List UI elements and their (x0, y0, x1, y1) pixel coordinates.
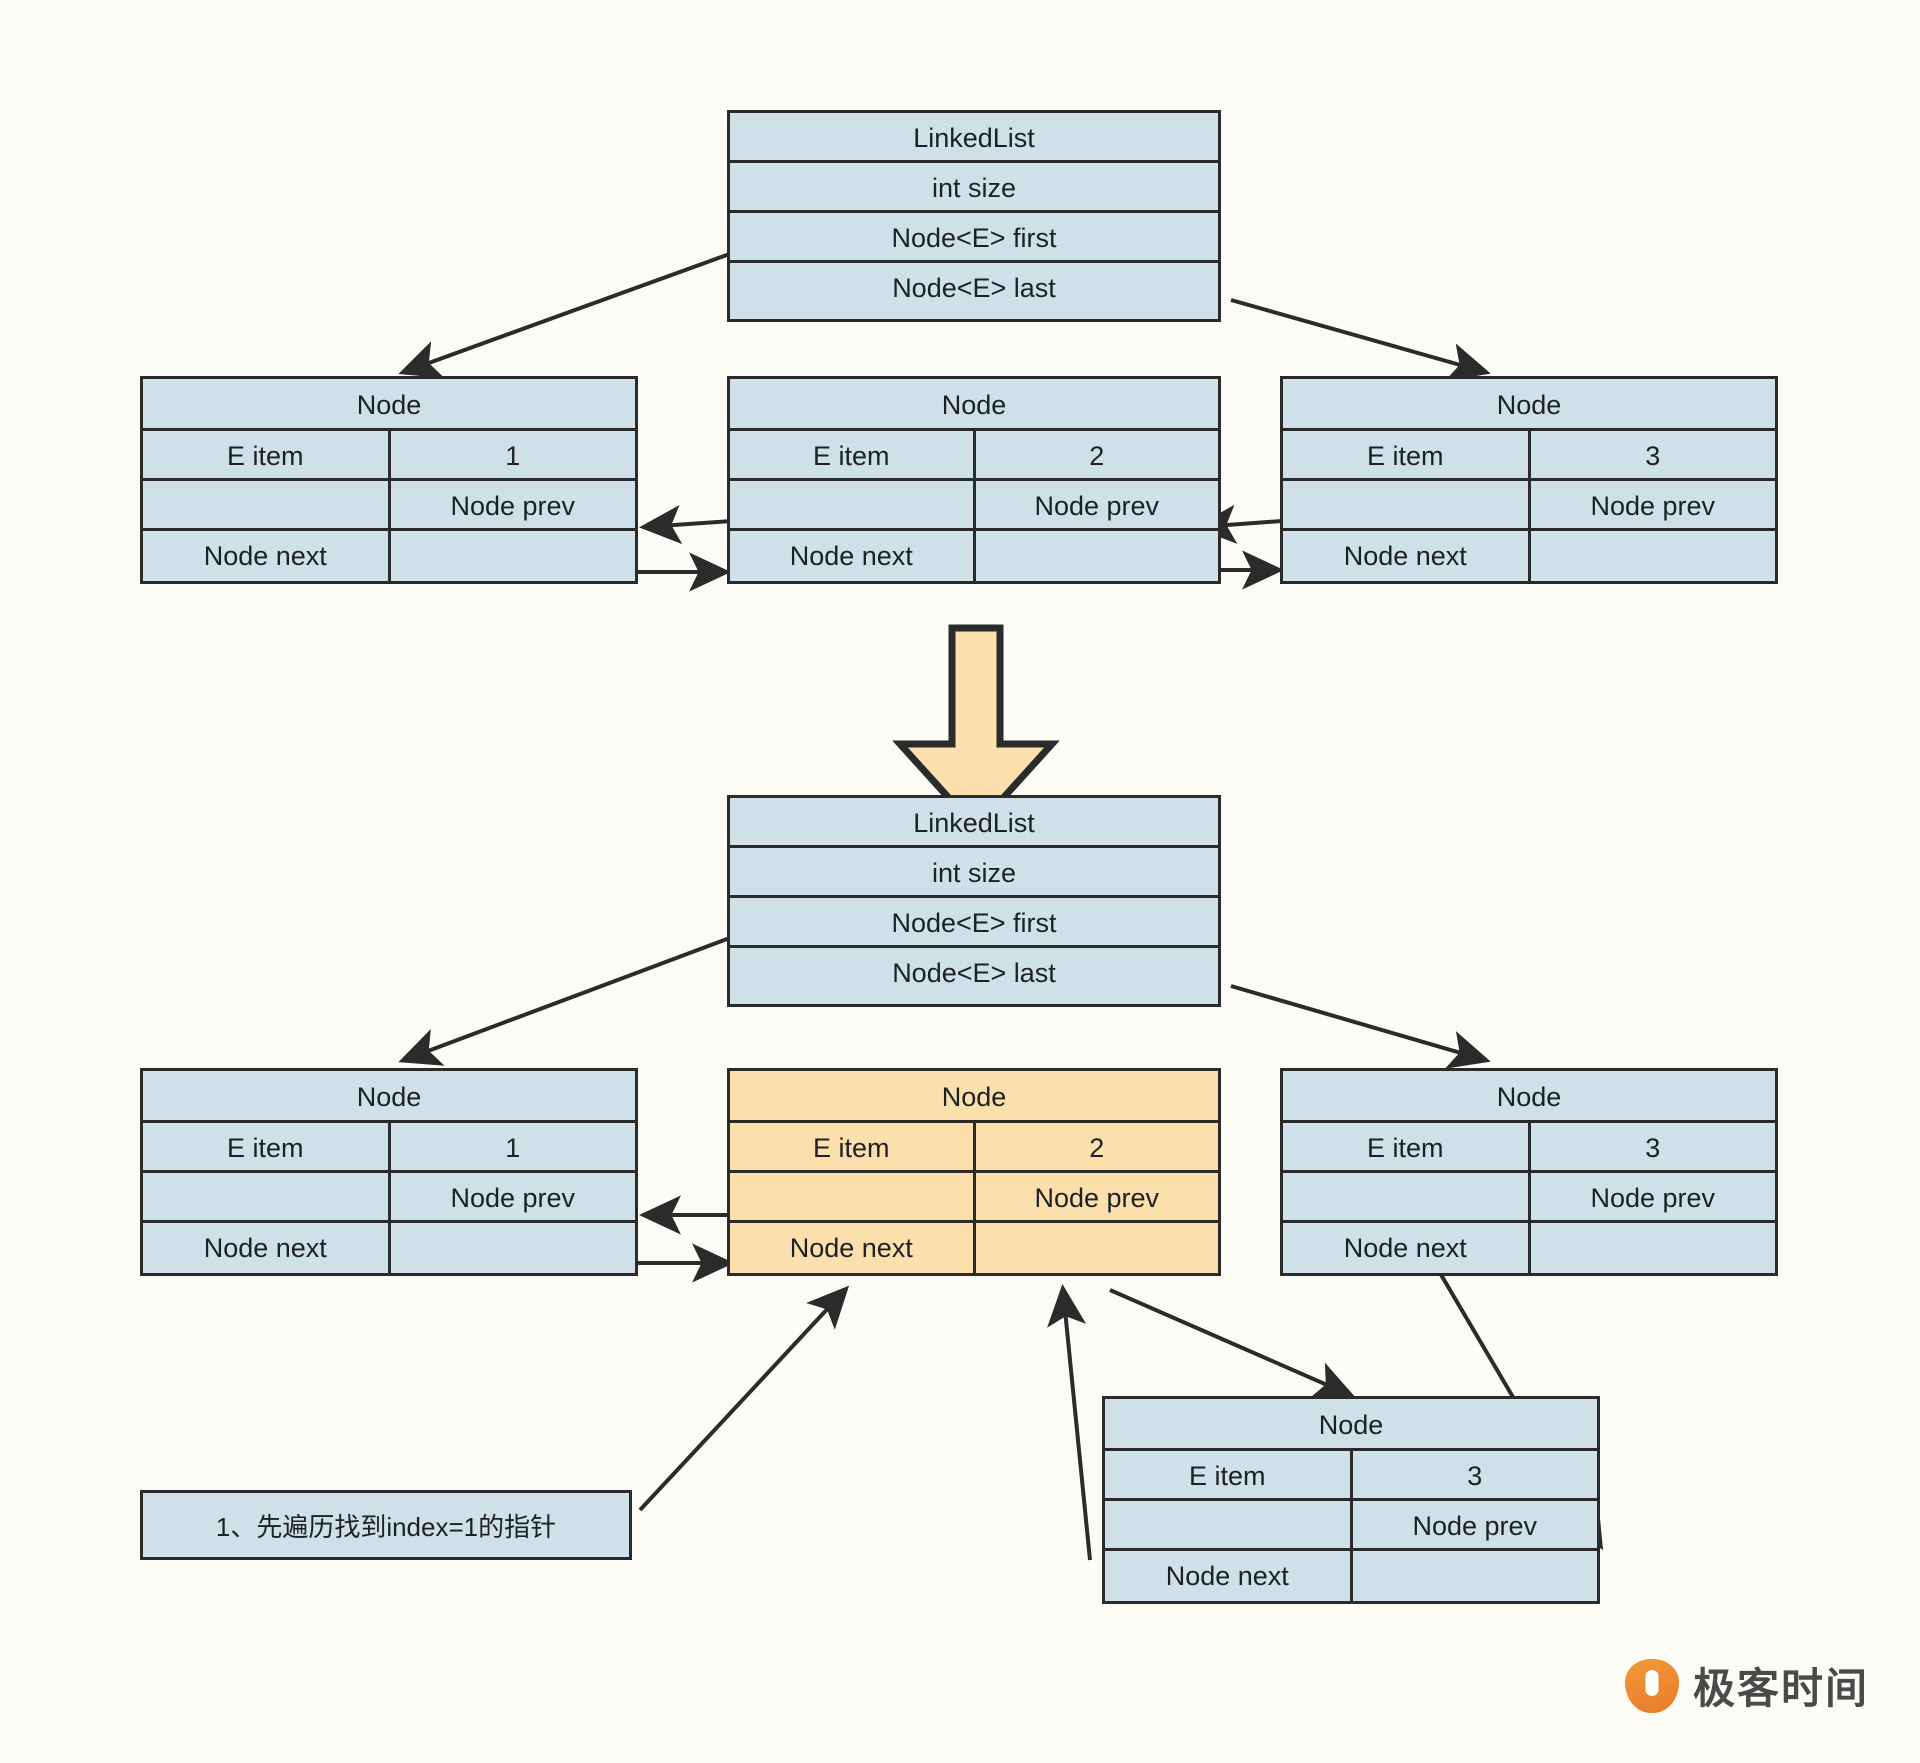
new-node-item-row: E item 3 (1105, 1451, 1597, 1501)
bottom-node-2-next-row: Node next (730, 1223, 1218, 1273)
geektime-watermark: 极客时间 (1625, 1655, 1869, 1716)
bottom-node-1-prev-value: Node prev (450, 1183, 576, 1213)
bottom-node-1-next-row: Node next (143, 1223, 635, 1273)
bottom-node-2-item-row: E item 2 (730, 1123, 1218, 1173)
top-node-3-next-value (1531, 531, 1776, 581)
edge-note-to-node2-next (638, 1285, 850, 1512)
top-node-3-next-row: Node next (1283, 531, 1775, 581)
top-linkedlist-size: int size (730, 163, 1218, 213)
bottom-node-3-next-value (1531, 1223, 1776, 1273)
top-linkedlist-box: LinkedList int size Node<E> first Node<E… (727, 110, 1221, 322)
bottom-node-3-item-value: 3 (1645, 1133, 1661, 1163)
new-node-next-value (1353, 1551, 1598, 1601)
bottom-node-2-next-value (976, 1223, 1219, 1273)
top-node-1: Node E item 1 Node prev Node next (140, 376, 638, 584)
top-node-2-next-row: Node next (730, 531, 1218, 581)
step-note-text: 1、先遍历找到index=1的指针 (215, 1511, 557, 1542)
top-linkedlist-first: Node<E> first (730, 213, 1218, 263)
top-node-3-item-value: 3 (1645, 441, 1661, 471)
top-node-3-header: Node (1283, 379, 1775, 431)
top-node-1-prev-value: Node prev (450, 491, 576, 521)
edge-bottom-last-to-node3 (1230, 984, 1491, 1069)
bottom-node-1-item-label: E item (143, 1123, 391, 1170)
top-node-2-next-label: Node next (730, 531, 976, 581)
bottom-node-3-next-label: Node next (1283, 1223, 1531, 1273)
new-node-prev-label (1105, 1501, 1353, 1548)
top-node-2-prev-label (730, 481, 976, 528)
top-node-3: Node E item 3 Node prev Node next (1280, 376, 1778, 584)
bottom-node-3-prev-value: Node prev (1590, 1183, 1716, 1213)
top-linkedlist-last: Node<E> last (730, 263, 1218, 313)
step-note-box: 1、先遍历找到index=1的指针 (140, 1490, 632, 1560)
top-node-1-prev-label (143, 481, 391, 528)
top-node-2-item-label: E item (730, 431, 976, 478)
edge-first-to-node1 (398, 250, 736, 379)
top-node-2-header: Node (730, 379, 1218, 431)
top-node-2-item-row: E item 2 (730, 431, 1218, 481)
edge-newnode-prev-to-node2 (1047, 1284, 1092, 1561)
new-node: Node E item 3 Node prev Node next (1102, 1396, 1600, 1604)
bottom-node-2-prev-label (730, 1173, 976, 1220)
bottom-node-2-prev-value: Node prev (1034, 1183, 1160, 1213)
top-node-1-next-value (391, 531, 636, 581)
top-linkedlist-title: LinkedList (730, 113, 1218, 163)
geektime-logo-text: 极客时间 (1693, 1664, 1870, 1713)
bottom-node-3-item-label: E item (1283, 1123, 1531, 1170)
bottom-node-2-item-value: 2 (1089, 1133, 1105, 1163)
new-node-next-row: Node next (1105, 1551, 1597, 1601)
top-node-3-prev-row: Node prev (1283, 481, 1775, 531)
bottom-node-3-item-row: E item 3 (1283, 1123, 1775, 1173)
bottom-node-2-header: Node (730, 1071, 1218, 1123)
top-node-3-item-label: E item (1283, 431, 1531, 478)
top-node-2-prev-row: Node prev (730, 481, 1218, 531)
top-node-2-prev-value: Node prev (1034, 491, 1160, 521)
top-node-1-item-row: E item 1 (143, 431, 635, 481)
top-node-3-prev-value: Node prev (1590, 491, 1716, 521)
bottom-node-3-header: Node (1283, 1071, 1775, 1123)
bottom-node-3: Node E item 3 Node prev Node next (1280, 1068, 1778, 1276)
geektime-logo-icon (1625, 1658, 1679, 1713)
bottom-node-1-prev-row: Node prev (143, 1173, 635, 1223)
top-node-1-prev-row: Node prev (143, 481, 635, 531)
bottom-node-3-prev-label (1283, 1173, 1531, 1220)
bottom-node-1-next-value (391, 1223, 636, 1273)
top-node-1-next-label: Node next (143, 531, 391, 581)
top-node-3-item-row: E item 3 (1283, 431, 1775, 481)
top-node-2: Node E item 2 Node prev Node next (727, 376, 1221, 584)
edge-bottom-first-to-node1 (398, 934, 736, 1066)
bottom-linkedlist-size: int size (730, 848, 1218, 898)
bottom-linkedlist-last: Node<E> last (730, 948, 1218, 998)
bottom-node-1-header: Node (143, 1071, 635, 1123)
bottom-node-1-item-row: E item 1 (143, 1123, 635, 1173)
top-node-2-item-value: 2 (1089, 441, 1105, 471)
bottom-node-1-prev-label (143, 1173, 391, 1220)
bottom-node-3-prev-row: Node prev (1283, 1173, 1775, 1223)
bottom-node-3-next-row: Node next (1283, 1223, 1775, 1273)
top-node-3-next-label: Node next (1283, 531, 1531, 581)
bottom-node-1: Node E item 1 Node prev Node next (140, 1068, 638, 1276)
bottom-node-2-prev-row: Node prev (730, 1173, 1218, 1223)
new-node-prev-value: Node prev (1412, 1511, 1538, 1541)
new-node-header: Node (1105, 1399, 1597, 1451)
edge-node2-next-to-newnode (1109, 1288, 1356, 1399)
bottom-node-2-item-label: E item (730, 1123, 976, 1170)
top-node-1-item-label: E item (143, 431, 391, 478)
top-node-1-header: Node (143, 379, 635, 431)
new-node-item-label: E item (1105, 1451, 1353, 1498)
top-node-1-item-value: 1 (505, 441, 521, 471)
bottom-node-1-next-label: Node next (143, 1223, 391, 1273)
bottom-linkedlist-box: LinkedList int size Node<E> first Node<E… (727, 795, 1221, 1007)
bottom-linkedlist-first: Node<E> first (730, 898, 1218, 948)
edge-last-to-node3 (1230, 298, 1491, 382)
new-node-item-value: 3 (1467, 1461, 1483, 1491)
new-node-next-label: Node next (1105, 1551, 1353, 1601)
bottom-node-1-item-value: 1 (505, 1133, 521, 1163)
top-node-2-next-value (976, 531, 1219, 581)
bottom-node-2-highlighted: Node E item 2 Node prev Node next (727, 1068, 1221, 1276)
new-node-prev-row: Node prev (1105, 1501, 1597, 1551)
bottom-linkedlist-title: LinkedList (730, 798, 1218, 848)
bottom-node-2-next-label: Node next (730, 1223, 976, 1273)
top-node-1-next-row: Node next (143, 531, 635, 581)
top-node-3-prev-label (1283, 481, 1531, 528)
